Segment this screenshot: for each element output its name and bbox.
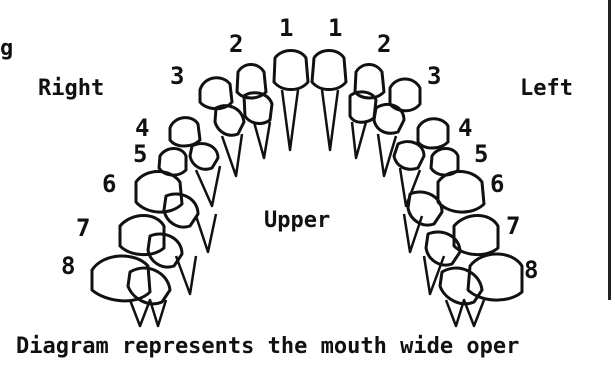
tooth-left-1-root (322, 90, 338, 150)
tooth-number-left-8: 8 (524, 258, 538, 282)
upper-jaw-label: Upper (264, 210, 330, 232)
tooth-right-3-crown (200, 78, 232, 109)
tooth-left-4-crown (418, 119, 448, 148)
tooth-right-5-root (196, 166, 220, 206)
tooth-number-left-1: 1 (328, 16, 342, 40)
tooth-number-right-7: 7 (76, 216, 90, 240)
tooth-right-6-root (196, 214, 216, 252)
tooth-number-left-4: 4 (458, 116, 472, 140)
tooth-right-4-crown-b (190, 144, 218, 170)
tooth-left-3-crown-b (374, 104, 404, 133)
diagram-caption: Diagram represents the mouth wide oper (16, 336, 519, 358)
tooth-number-left-7: 7 (506, 214, 520, 238)
tooth-number-right-5: 5 (133, 142, 147, 166)
tooth-number-right-4: 4 (135, 116, 149, 140)
tooth-left-8-crown-b (440, 268, 482, 304)
tooth-left-2-root (352, 122, 366, 158)
left-side-label: Left (520, 78, 573, 100)
tooth-number-left-2: 2 (377, 32, 391, 56)
tooth-number-left-6: 6 (490, 172, 504, 196)
tooth-left-6-crown (438, 172, 484, 213)
tooth-right-7-root (176, 256, 196, 294)
tooth-left-8-root (446, 300, 484, 326)
tooth-left-4-crown-b (394, 142, 424, 170)
tooth-right-2-root (254, 122, 270, 158)
tooth-left-1-crown (312, 51, 346, 90)
right-side-teeth (92, 51, 308, 327)
tooth-number-right-6: 6 (102, 172, 116, 196)
tooth-right-1-root (282, 90, 298, 150)
tooth-number-right-1: 1 (279, 16, 293, 40)
tooth-number-right-2: 2 (229, 32, 243, 56)
tooth-right-8-crown (92, 256, 150, 301)
tooth-right-6-crown (136, 172, 182, 213)
tooth-right-1-crown (274, 51, 308, 90)
tooth-number-left-5: 5 (474, 142, 488, 166)
tooth-right-4-crown (170, 118, 200, 146)
tooth-left-6-crown-b (408, 192, 442, 225)
page-edge-line (608, 0, 611, 300)
tooth-number-left-3: 3 (427, 64, 441, 88)
right-side-label: Right (38, 78, 104, 100)
tooth-number-right-3: 3 (170, 64, 184, 88)
corner-fragment-text: g (0, 38, 13, 60)
tooth-number-right-8: 8 (61, 254, 75, 278)
tooth-right-3-root (222, 134, 242, 176)
